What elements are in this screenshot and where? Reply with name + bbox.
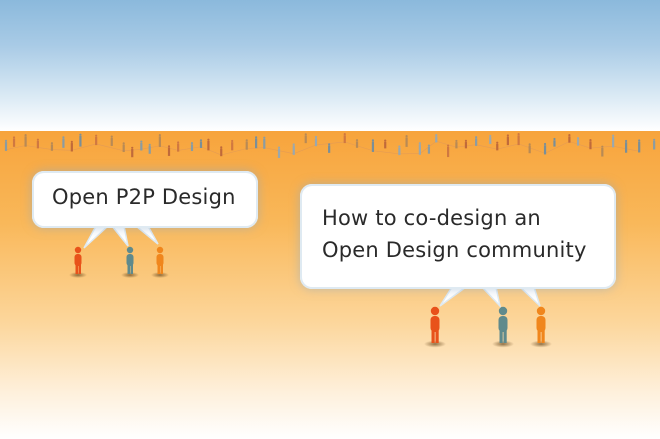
distant-person-figure	[24, 133, 27, 147]
crowd-link-line	[497, 143, 519, 150]
distant-person-figure	[255, 136, 258, 149]
distant-person-figure	[207, 138, 210, 151]
distant-person-figure	[464, 139, 468, 149]
distant-person-figure	[190, 142, 194, 152]
distant-person-figure	[528, 143, 531, 154]
distant-person-figure	[568, 134, 571, 143]
distant-person-figure	[576, 137, 580, 146]
distant-person-figure	[384, 139, 387, 149]
distant-person-figure	[418, 142, 421, 155]
distant-person-figure	[435, 134, 438, 143]
distant-person-figure	[601, 145, 604, 157]
distant-person-figure	[263, 136, 266, 149]
bubble-text-co-design-community: How to co-design an Open Design communit…	[322, 202, 587, 266]
distant-person-figure	[4, 139, 8, 151]
distant-person-figure	[355, 139, 359, 148]
distant-person-figure	[328, 143, 331, 153]
distant-person-figure	[553, 137, 556, 147]
speech-bubble-co-design-community: How to co-design an Open Design communit…	[300, 184, 616, 289]
sky-background	[0, 0, 660, 131]
distant-person-figure	[231, 139, 234, 151]
distant-person-figure	[496, 141, 499, 151]
distant-person-figure	[95, 134, 98, 146]
bubble-text-open-p2p-design: Open P2P Design	[52, 185, 236, 209]
distant-person-figure	[304, 133, 307, 144]
distant-person-figure	[624, 139, 628, 153]
crowd-link-line	[569, 141, 591, 149]
distant-person-figure	[343, 132, 346, 144]
person-figure-orange	[530, 306, 552, 348]
distant-person-figure	[70, 140, 73, 152]
distant-person-figure	[517, 133, 520, 146]
distant-person-figure	[612, 134, 615, 148]
distant-person-figure	[122, 142, 125, 153]
bubble-text-line-1: How to co-design an	[322, 206, 541, 230]
distant-person-figure	[220, 146, 223, 157]
distant-person-figure	[158, 134, 161, 147]
distant-person-figure	[543, 142, 547, 155]
crowd-link-line	[5, 145, 26, 150]
distant-person-figure	[447, 144, 450, 158]
distant-person-figure	[79, 133, 82, 147]
distant-person-figure	[167, 145, 171, 156]
distant-person-figure	[292, 143, 295, 155]
distant-person-figure	[199, 139, 203, 148]
distant-person-figure	[110, 135, 113, 146]
distant-person-figure	[140, 140, 143, 151]
distant-person-figure	[427, 144, 431, 154]
speech-bubble-open-p2p-design: Open P2P Design	[32, 171, 258, 228]
crowd-link-line	[221, 148, 247, 156]
distant-person-figure	[506, 134, 509, 146]
bubble-text-line-2: Open Design community	[322, 238, 587, 262]
distant-person-figure	[177, 141, 180, 152]
distant-crowd	[4, 132, 656, 158]
person-figure-teal	[492, 306, 514, 348]
crowd-link-line	[476, 144, 498, 150]
distant-person-figure	[12, 136, 16, 147]
distant-person-figure	[36, 138, 40, 149]
distant-person-figure	[131, 146, 134, 158]
distant-person-figure	[638, 139, 641, 153]
person-figure-red	[69, 246, 87, 278]
distant-person-figure	[405, 135, 408, 147]
distant-person-figure	[398, 145, 401, 156]
crowd-link-line	[518, 143, 546, 154]
distant-person-figure	[589, 139, 592, 150]
crowd-link-line	[436, 140, 457, 148]
crowd-link-line	[200, 146, 222, 156]
distant-person-figure	[475, 136, 478, 146]
crowd-link-line	[96, 143, 124, 152]
person-figure-teal	[121, 246, 139, 278]
crowd-link-line	[344, 141, 374, 152]
distant-person-figure	[653, 138, 656, 150]
crowd-link-line	[315, 141, 345, 146]
person-figure-orange	[151, 246, 169, 278]
crowd-link-line	[544, 141, 570, 154]
distant-person-figure	[489, 134, 492, 144]
crowd-link-line	[372, 150, 400, 155]
person-figure-red	[424, 306, 446, 348]
crowd-link-line	[293, 144, 317, 154]
distant-person-figure	[50, 142, 54, 151]
crowd-link-line	[178, 146, 202, 151]
distant-person-figure	[314, 135, 318, 147]
distant-person-figure	[277, 146, 281, 158]
crowd-link-line	[71, 143, 97, 151]
distant-person-figure	[148, 143, 151, 154]
distant-person-figure	[455, 139, 458, 149]
distant-person-figure	[62, 136, 65, 148]
distant-person-figure	[245, 139, 248, 150]
distant-person-figure	[371, 139, 375, 152]
crowd-link-line	[51, 149, 72, 151]
